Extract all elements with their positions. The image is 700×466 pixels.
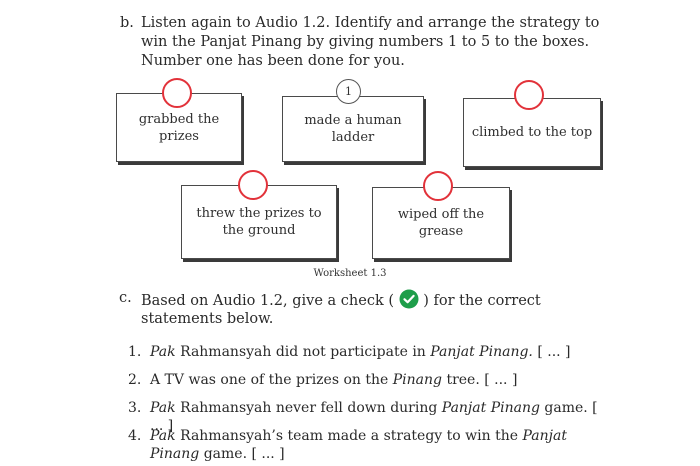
card-label: grabbed the prizes xyxy=(138,111,220,144)
card-label: threw the prizes to the ground xyxy=(196,206,322,238)
number-box-empty[interactable] xyxy=(514,80,544,110)
number-box-empty[interactable] xyxy=(423,171,453,201)
statement-number: 3. xyxy=(128,400,142,416)
instruction-part-2: ) for the correct statements below. xyxy=(141,293,541,327)
statement-number: 1. xyxy=(128,344,142,360)
card-human-ladder: made a human ladder xyxy=(282,96,424,162)
worksheet-caption: Worksheet 1.3 xyxy=(313,268,387,279)
number-box-filled: 1 xyxy=(336,79,361,104)
card-label: wiped off the grease xyxy=(397,207,485,239)
statement-text: Pak Rahmansyah’s team made a strategy to… xyxy=(150,428,567,462)
section-b-instruction: Listen again to Audio 1.2. Identify and … xyxy=(141,15,600,69)
number-box-empty[interactable] xyxy=(238,170,268,200)
number-box-empty[interactable] xyxy=(162,78,192,108)
statement-number: 4. xyxy=(128,428,142,444)
card-label: climbed to the top xyxy=(471,125,593,140)
statement-text: Pak Rahmansyah did not participate in Pa… xyxy=(150,344,571,360)
section-c-letter: c. xyxy=(119,290,132,306)
section-c-instruction: Based on Audio 1.2, give a check ( ) for… xyxy=(141,289,621,328)
statement-text: A TV was one of the prizes on the Pinang… xyxy=(150,372,518,388)
check-icon xyxy=(399,289,419,309)
statement-number: 2. xyxy=(128,372,142,388)
statement-text: Pak Rahmansyah never fell down during Pa… xyxy=(150,400,598,434)
instruction-part-1: Based on Audio 1.2, give a check ( xyxy=(141,293,395,309)
section-b-letter: b. xyxy=(120,15,134,31)
card-label: made a human ladder xyxy=(304,113,402,145)
card-grabbed-prizes: grabbed the prizes xyxy=(116,93,242,162)
